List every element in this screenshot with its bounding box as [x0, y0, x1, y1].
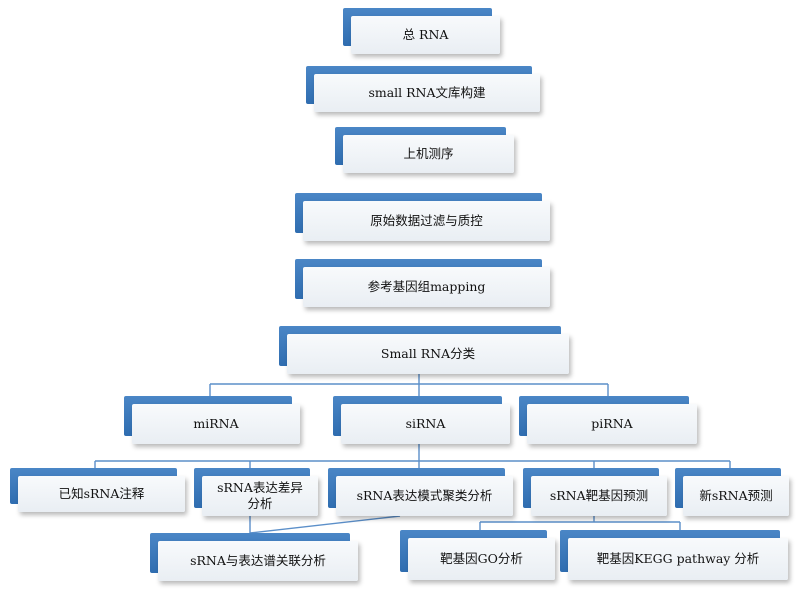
node-label: siRNA — [341, 404, 510, 444]
node-known-srna-annotation: 已知sRNA注释 — [10, 468, 185, 512]
node-data-filtering: 原始数据过滤与质控 — [295, 193, 550, 241]
node-target-go-analysis: 靶基因GO分析 — [400, 530, 555, 580]
node-label: 靶基因GO分析 — [408, 538, 555, 580]
node-label: 参考基因组mapping — [303, 267, 550, 307]
node-label: 新sRNA预测 — [683, 476, 789, 516]
node-label: sRNA表达差异分析 — [202, 476, 318, 516]
node-label: miRNA — [132, 404, 300, 444]
node-label: sRNA靶基因预测 — [531, 476, 667, 516]
node-label: 靶基因KEGG pathway 分析 — [568, 538, 788, 580]
node-label: piRNA — [527, 404, 697, 444]
node-label: small RNA文库构建 — [314, 74, 540, 112]
node-genome-mapping: 参考基因组mapping — [295, 259, 550, 307]
node-label: 总 RNA — [351, 16, 500, 54]
node-sequencing: 上机测序 — [335, 127, 514, 173]
node-target-kegg-analysis: 靶基因KEGG pathway 分析 — [560, 530, 788, 580]
node-label: 原始数据过滤与质控 — [303, 201, 550, 241]
node-label: sRNA表达模式聚类分析 — [336, 476, 513, 516]
node-small-rna-classification: Small RNA分类 — [279, 326, 569, 374]
node-pirna: piRNA — [519, 396, 697, 444]
node-expression-clustering: sRNA表达模式聚类分析 — [328, 468, 513, 516]
node-label: Small RNA分类 — [287, 334, 569, 374]
node-sirna: siRNA — [333, 396, 510, 444]
node-label: 已知sRNA注释 — [18, 476, 185, 512]
node-expression-association: sRNA与表达谱关联分析 — [150, 533, 358, 581]
node-label: 上机测序 — [343, 135, 514, 173]
node-total-rna: 总 RNA — [343, 8, 500, 54]
node-differential-expression: sRNA表达差异分析 — [194, 468, 318, 516]
node-mirna: miRNA — [124, 396, 300, 444]
node-target-prediction: sRNA靶基因预测 — [523, 468, 667, 516]
node-library-construction: small RNA文库构建 — [306, 66, 540, 112]
node-label: sRNA与表达谱关联分析 — [158, 541, 358, 581]
node-novel-srna-prediction: 新sRNA预测 — [675, 468, 789, 516]
